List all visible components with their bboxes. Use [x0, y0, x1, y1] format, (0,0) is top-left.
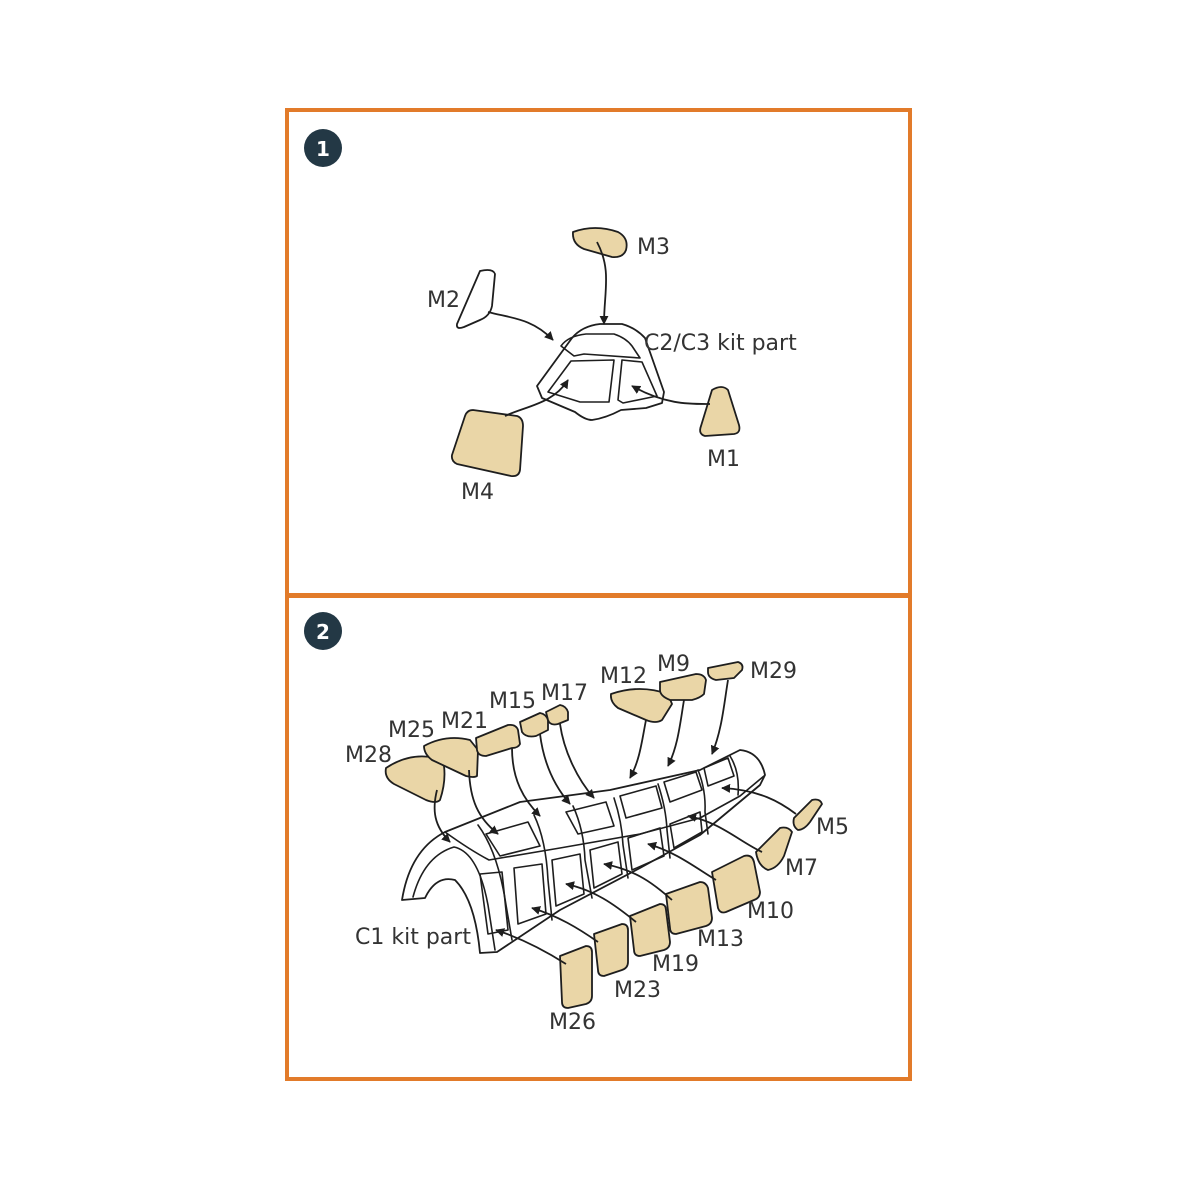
arrow-m7	[687, 813, 763, 853]
step-1-panel: 1 M3 M2 C2/C3 kit part M1 M4	[285, 108, 912, 597]
c1-side-pane-2	[513, 863, 547, 925]
mask-m9-shape	[659, 673, 707, 701]
c1-rib-4	[613, 797, 629, 879]
arrow-m4	[504, 379, 569, 417]
label-m1: M1	[707, 447, 740, 472]
arrow-m1	[631, 385, 711, 405]
arrow-m28	[433, 789, 451, 843]
mask-m5-shape	[792, 798, 823, 831]
arrow-m26	[495, 928, 567, 965]
label-m17: M17	[541, 681, 588, 706]
label-m15: M15	[489, 689, 536, 714]
arrow-m29	[710, 679, 729, 755]
arrow-m5	[721, 783, 797, 815]
mask-m1-shape	[699, 386, 741, 437]
label-m19: M19	[652, 952, 699, 977]
c1-top-pane-1	[485, 821, 541, 857]
mask-m26-shape	[559, 945, 593, 1009]
arrow-m12	[629, 719, 647, 779]
c1-side-pane-1	[479, 871, 509, 935]
arrow-m25	[468, 769, 499, 835]
c1-rib-2	[533, 814, 553, 921]
c1-top-pane-3	[619, 785, 663, 819]
mask-m3-shape	[572, 227, 628, 259]
arrow-m9	[667, 699, 685, 767]
mask-m28-shape	[384, 755, 446, 803]
kit-part-label-c1: C1 kit part	[355, 925, 471, 950]
step-2-badge	[304, 612, 342, 650]
arrow-m19	[565, 881, 637, 923]
label-m12: M12	[600, 664, 647, 689]
c1-side-pane-3	[551, 853, 585, 907]
step-2-number: 2	[316, 620, 330, 644]
mask-m13-shape	[665, 881, 713, 935]
c1-top-pane-5	[703, 757, 735, 787]
mask-m7-shape	[755, 826, 793, 871]
label-m25: M25	[388, 718, 435, 743]
step-1-badge	[304, 129, 342, 167]
arrow-m10	[647, 841, 717, 881]
arrow-m13	[603, 861, 673, 901]
label-m9: M9	[657, 652, 690, 677]
label-m26: M26	[549, 1010, 596, 1035]
arrow-m15	[539, 733, 571, 805]
c1-rib-3	[572, 805, 593, 899]
mask-m29-shape	[707, 661, 744, 681]
label-m21: M21	[441, 709, 488, 734]
step-1-number: 1	[316, 137, 330, 161]
c1-rib-7	[729, 755, 740, 796]
mask-m4-shape	[450, 409, 524, 478]
mask-m23-shape	[593, 923, 629, 977]
mask-m12-shape	[609, 688, 673, 723]
label-m4: M4	[461, 480, 494, 505]
label-m28: M28	[345, 743, 392, 768]
c1-rib-5	[657, 783, 671, 859]
mask-m15-shape	[519, 712, 549, 738]
label-m7: M7	[785, 856, 818, 881]
mask-m10-shape	[711, 854, 761, 914]
c2-c3-windscreen-frame	[560, 333, 641, 359]
c1-top-pane-2	[565, 801, 615, 835]
label-m2: M2	[427, 288, 460, 313]
label-m23: M23	[614, 978, 661, 1003]
arrow-m17	[559, 723, 595, 799]
label-m5: M5	[816, 815, 849, 840]
c2-c3-left-pane	[547, 359, 615, 403]
mask-m19-shape	[629, 903, 671, 957]
c1-kit-part	[401, 749, 766, 954]
c1-side-pane-5	[627, 827, 665, 871]
c1-front-arch	[412, 846, 496, 951]
c1-top-pane-4	[663, 771, 703, 803]
label-m3: M3	[637, 235, 670, 260]
c2-c3-canopy-outline	[536, 323, 665, 421]
arrow-m21	[511, 747, 541, 817]
mask-m17-shape	[545, 704, 569, 726]
c2-c3-kit-part	[536, 323, 665, 421]
c2-c3-right-pane	[617, 359, 658, 404]
label-m13: M13	[697, 927, 744, 952]
mask-m21-shape	[475, 723, 521, 757]
step-2-frame	[285, 594, 912, 1081]
mask-m2-shape	[455, 269, 496, 329]
label-m29: M29	[750, 659, 797, 684]
arrow-m23	[531, 906, 599, 943]
mask-m25-shape	[423, 737, 479, 778]
step-2-panel: 2	[285, 594, 912, 1081]
c1-side-pane-4	[589, 841, 623, 889]
label-m10: M10	[747, 899, 794, 924]
arrow-m3	[596, 241, 609, 325]
c1-rib-6	[697, 769, 709, 835]
kit-part-label-c2-c3: C2/C3 kit part	[644, 331, 797, 356]
arrow-m2	[487, 311, 554, 341]
